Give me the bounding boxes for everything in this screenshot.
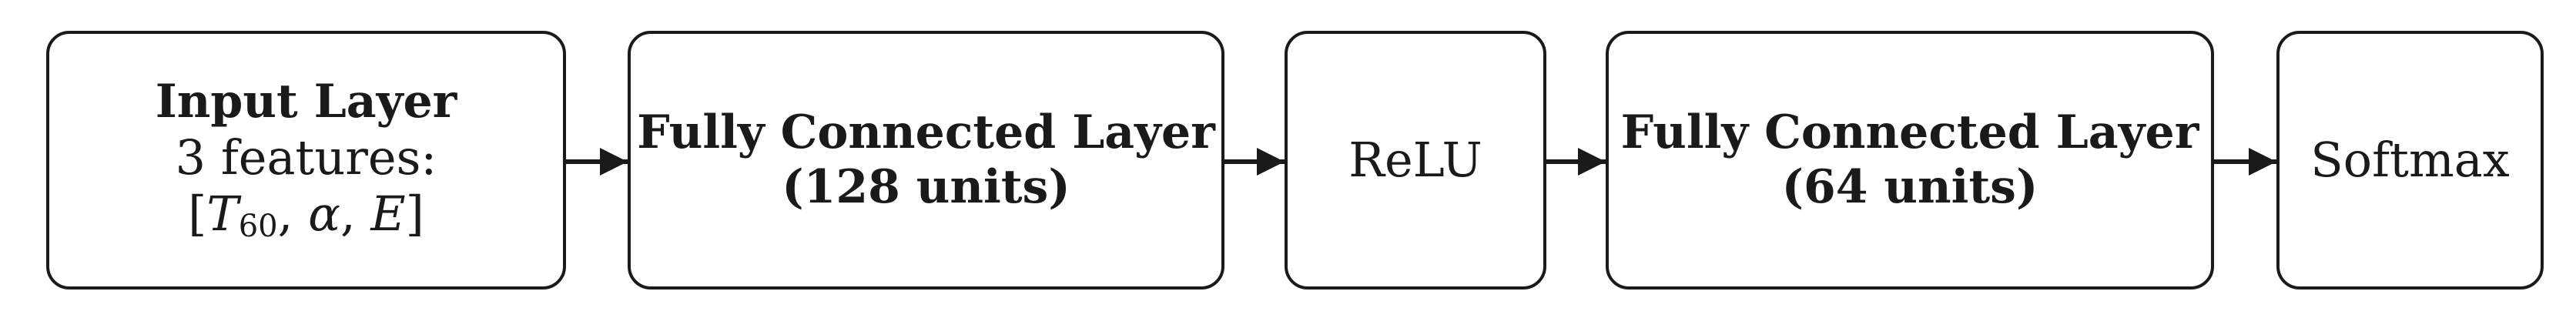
fc-128-units: (128 units): [782, 160, 1070, 214]
t60-symbol: T: [206, 186, 239, 243]
softmax-box: Softmax: [2276, 31, 2544, 290]
separator-2: ,: [340, 186, 371, 243]
fc-64-title: Fully Connected Layer: [1620, 105, 2199, 160]
input-features: [T60, α, E]: [188, 186, 424, 245]
input-layer-box: Input Layer 3 features: [T60, α, E]: [46, 31, 566, 290]
softmax-title: Softmax: [2310, 132, 2510, 189]
relu-title: ReLU: [1348, 132, 1482, 189]
t60-subscript: 60: [238, 209, 278, 245]
open-bracket: [: [188, 186, 207, 243]
fc-64-box: Fully Connected Layer (64 units): [1606, 31, 2214, 290]
input-layer-subtitle: 3 features:: [175, 129, 437, 186]
input-layer-title: Input Layer: [155, 75, 457, 129]
separator-1: ,: [277, 186, 309, 243]
fc-64-units: (64 units): [1781, 160, 2038, 214]
e-symbol: E: [370, 186, 406, 243]
alpha-symbol: α: [308, 186, 340, 243]
close-bracket: ]: [405, 186, 424, 243]
relu-box: ReLU: [1285, 31, 1546, 290]
fc-128-box: Fully Connected Layer (128 units): [628, 31, 1224, 290]
fc-128-title: Fully Connected Layer: [637, 105, 1215, 160]
